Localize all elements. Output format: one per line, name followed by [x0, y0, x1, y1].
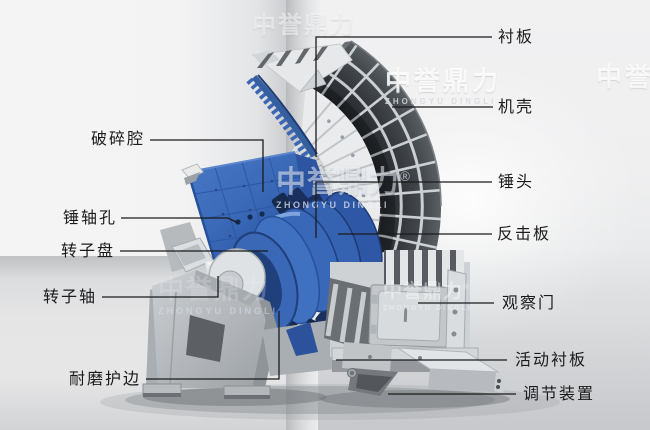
leader-hammer-shaft-hole	[121, 217, 239, 224]
leader-rotor-shaft	[102, 276, 219, 298]
label-hammer-shaft-hole: 锤轴孔	[62, 210, 117, 227]
support-stand	[142, 270, 278, 399]
label-rotor-shaft: 转子轴	[42, 289, 97, 306]
label-crushing-chamber: 破碎腔	[90, 131, 145, 148]
leader-crushing-chamber	[150, 139, 264, 192]
label-adjusting-device: 调节装置	[523, 386, 596, 403]
serrated-liner-edge	[246, 74, 318, 161]
label-casing: 机壳	[498, 99, 535, 116]
label-inspection-door: 观察门	[502, 295, 557, 312]
label-rotor-disc: 转子盘	[60, 243, 115, 260]
ground-shadow	[100, 384, 560, 420]
label-movable-liner: 活动衬板	[515, 352, 588, 369]
arc-end-cap	[251, 43, 353, 93]
label-wear-guard-edge: 耐磨护边	[68, 371, 141, 388]
label-impact-plate: 反击板	[497, 226, 552, 243]
leader-liner-plate	[315, 36, 492, 157]
label-hammer-head: 锤头	[498, 174, 535, 191]
leader-wear-guard-edge	[146, 311, 280, 380]
label-liner-plate: 衬板	[498, 29, 535, 46]
lower-frame	[262, 250, 505, 396]
leader-hammer-head	[315, 181, 492, 238]
